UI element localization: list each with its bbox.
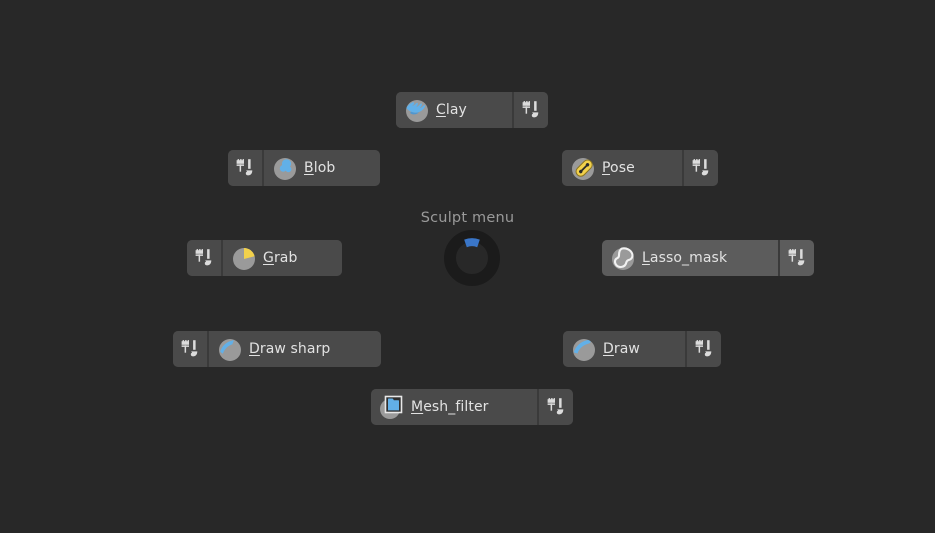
- pie-item-clay-tool-button[interactable]: [514, 92, 548, 128]
- pie-item-blob-label: Blob: [304, 160, 335, 176]
- accesskey-char: G: [263, 250, 274, 266]
- brush-tool-icon: [546, 397, 566, 417]
- pie-item-clay[interactable]: Clay: [396, 92, 548, 128]
- pie-item-lasso_mask[interactable]: Lasso_mask: [602, 240, 814, 276]
- brush-tool-icon: [235, 158, 255, 178]
- pie-item-lasso_mask-label: Lasso_mask: [642, 250, 727, 266]
- pie-item-draw-label: Draw: [603, 341, 640, 357]
- label-rest: raw: [613, 341, 640, 357]
- pie-item-draw-button[interactable]: Draw: [563, 331, 685, 367]
- brush-pose-icon: [568, 153, 598, 183]
- pie-item-pose-button[interactable]: Pose: [562, 150, 682, 186]
- label-rest: esh_filter: [423, 399, 489, 415]
- brush-tool-icon: [194, 248, 214, 268]
- label-rest: raw sharp: [259, 341, 331, 357]
- pie-item-lasso_mask-button[interactable]: Lasso_mask: [602, 240, 778, 276]
- pie-item-blob-button[interactable]: Blob: [264, 150, 380, 186]
- pie-item-draw_sharp-button[interactable]: Draw sharp: [209, 331, 381, 367]
- pie-item-draw_sharp-label: Draw sharp: [249, 341, 330, 357]
- brush-grab-icon: [229, 243, 259, 273]
- pie-item-mesh_filter-button[interactable]: Mesh_filter: [371, 389, 537, 425]
- pie-item-grab-button[interactable]: Grab: [223, 240, 342, 276]
- pie-item-clay-button[interactable]: Clay: [396, 92, 512, 128]
- accesskey-char: D: [603, 341, 614, 357]
- pie-item-grab-label: Grab: [263, 250, 297, 266]
- brush-lasso-mask-icon: [608, 243, 638, 273]
- pie-item-grab-tool-button[interactable]: [187, 240, 221, 276]
- accesskey-char: L: [642, 250, 650, 266]
- brush-tool-icon: [787, 248, 807, 268]
- accesskey-char: B: [304, 160, 314, 176]
- brush-draw-sharp-icon: [215, 334, 245, 364]
- pie-item-draw-tool-button[interactable]: [687, 331, 721, 367]
- brush-tool-icon: [694, 339, 714, 359]
- brush-tool-icon: [180, 339, 200, 359]
- pie-item-blob-tool-button[interactable]: [228, 150, 262, 186]
- pie-item-pose-tool-button[interactable]: [684, 150, 718, 186]
- pie-item-mesh_filter[interactable]: Mesh_filter: [371, 389, 573, 425]
- brush-blob-icon: [270, 153, 300, 183]
- pie-item-mesh_filter-label: Mesh_filter: [411, 399, 489, 415]
- pie-item-blob[interactable]: Blob: [228, 150, 380, 186]
- pie-item-clay-label: Clay: [436, 102, 467, 118]
- pie-menu-title: Sculpt menu: [420, 210, 515, 226]
- pie-menu-center-widget[interactable]: [444, 230, 500, 286]
- label-rest: lay: [445, 102, 467, 118]
- accesskey-char: C: [436, 102, 446, 118]
- brush-draw-icon: [569, 334, 599, 364]
- brush-clay-icon: [402, 95, 432, 125]
- pie-item-draw[interactable]: Draw: [563, 331, 721, 367]
- pie-item-lasso_mask-tool-button[interactable]: [780, 240, 814, 276]
- brush-tool-icon: [691, 158, 711, 178]
- pie-item-grab[interactable]: Grab: [187, 240, 342, 276]
- label-rest: lob: [313, 160, 336, 176]
- accesskey-char: M: [411, 399, 424, 415]
- label-rest: asso_mask: [649, 250, 728, 266]
- brush-tool-icon: [521, 100, 541, 120]
- pie-item-draw_sharp[interactable]: Draw sharp: [173, 331, 381, 367]
- mesh-filter-icon: [377, 392, 407, 422]
- label-rest: rab: [273, 250, 298, 266]
- accesskey-char: P: [602, 160, 611, 176]
- pie-item-pose-label: Pose: [602, 160, 635, 176]
- accesskey-char: D: [249, 341, 260, 357]
- pie-item-mesh_filter-tool-button[interactable]: [539, 389, 573, 425]
- pie-item-draw_sharp-tool-button[interactable]: [173, 331, 207, 367]
- label-rest: ose: [610, 160, 635, 176]
- pie-item-pose[interactable]: Pose: [562, 150, 718, 186]
